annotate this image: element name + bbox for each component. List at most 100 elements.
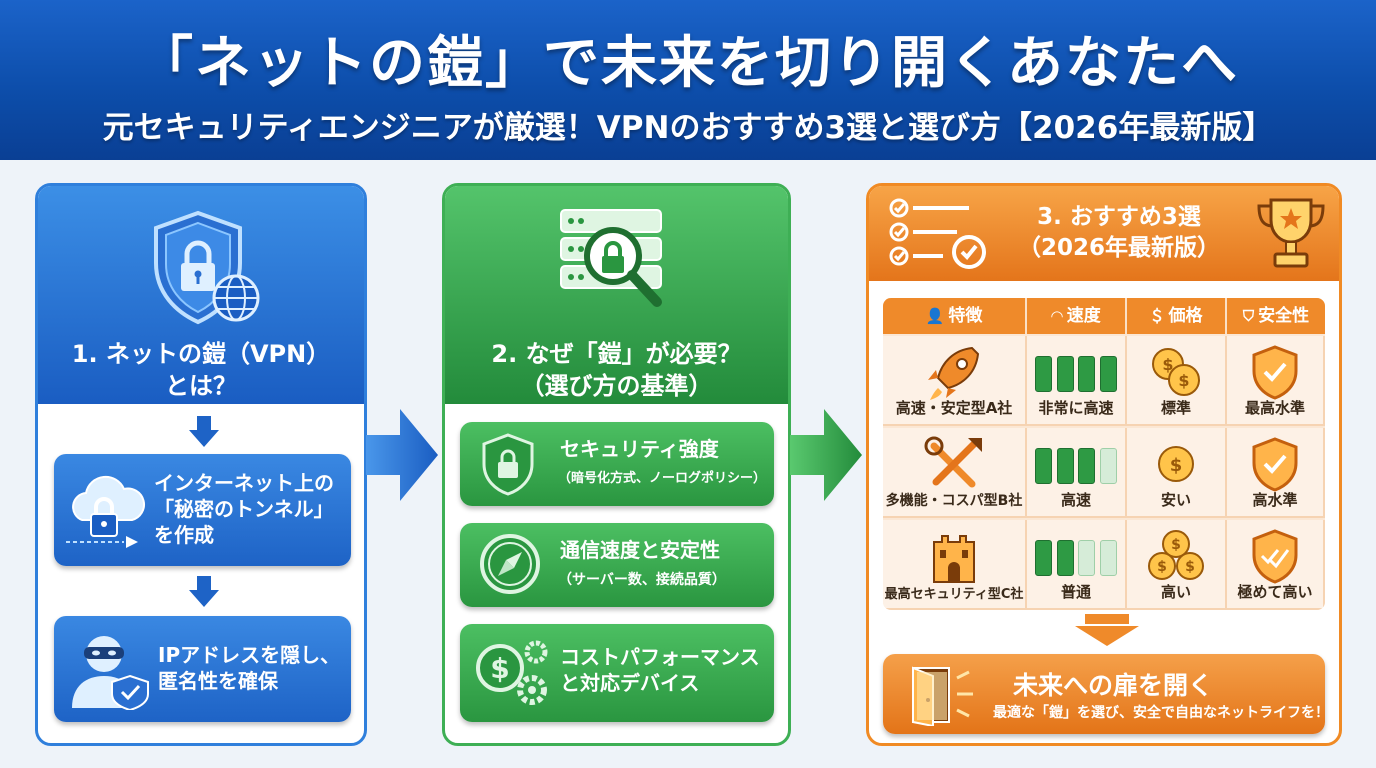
speed-bars	[1035, 540, 1117, 576]
svg-text:$: $	[490, 652, 509, 685]
card-security-strength-title: セキュリティ強度	[560, 437, 719, 461]
panel3-heading: 3. おすすめ3選 （2026年最新版）	[989, 202, 1249, 264]
dollar-icon: ＄	[1149, 307, 1165, 325]
svg-text:$: $	[1170, 455, 1183, 476]
feature-label: 最高セキュリティ型C社	[884, 587, 1024, 602]
panel1-header: 1. ネットの鎧（VPN） とは？	[38, 186, 364, 404]
card-speed-stability-sub: （サーバー数、接続品質）	[558, 572, 726, 588]
shield-check-icon: ⛉	[1242, 307, 1255, 325]
speed-level-bar	[1078, 448, 1095, 484]
speed-label: 高速	[1060, 491, 1091, 509]
down-arrow-icon	[189, 576, 219, 607]
text-line: コストパフォーマンス	[560, 645, 760, 669]
right-arrow-green-icon	[790, 409, 862, 501]
card-security-strength-sub: （暗号化方式、ノーログポリシー）	[558, 471, 767, 486]
checklist-icon	[889, 198, 986, 269]
panel1-heading-line1: 1. ネットの鎧（VPN）	[71, 340, 331, 368]
compass-gauge-icon	[480, 534, 540, 594]
text-line: IPアドレスを隠し、	[158, 643, 341, 667]
cell-safety: 最高水準	[1227, 336, 1325, 426]
card-cost-devices: $ コストパフォーマンス と対応デバイス	[460, 624, 774, 722]
card-hide-ip: IPアドレスを隠し、 匿名性を確保	[54, 616, 351, 722]
cell-speed: 非常に高速	[1027, 336, 1127, 426]
cell-safety: 高水準	[1227, 428, 1325, 518]
panel2-heading: 2. なぜ「鎧」が必要？ （選び方の基準）	[445, 338, 788, 402]
page-subtitle: 元セキュリティエンジニアが厳選！VPNのおすすめ3選と選び方【2026年最新版】	[102, 110, 1274, 146]
speed-level-bar	[1035, 448, 1052, 484]
safety-label: 極めて高い	[1237, 583, 1313, 601]
shield-double-check-icon	[1252, 529, 1298, 584]
cloud-lock-icon	[66, 475, 145, 548]
card-security-strength: セキュリティ強度 （暗号化方式、ノーログポリシー）	[460, 422, 774, 506]
price-label: 高い	[1160, 583, 1191, 601]
server-magnifier-icon	[560, 209, 662, 307]
panel1-heading-line2: とは？	[165, 372, 237, 400]
table-row: 多機能・コスパ型B社 高速 $ 安い 高水準	[883, 428, 1325, 518]
coin-icon: $	[1158, 446, 1194, 482]
speed-bars	[1035, 448, 1117, 484]
panel-top3: 3. おすすめ3選 （2026年最新版） 👤特徴 ◠速度 ＄価格 ⛉安全性	[866, 183, 1342, 746]
tools-icon	[924, 436, 982, 488]
text-line: を作成	[154, 523, 214, 547]
speed-level-bar	[1099, 540, 1117, 576]
open-future-door-card: 未来への扉を開く 最適な「鎧」を選び、安全で自由なネットライフを！	[883, 654, 1329, 734]
speed-level-bar	[1099, 356, 1117, 392]
down-arrow-icon	[189, 416, 219, 447]
text-line: 「秘密のトンネル」	[154, 497, 334, 521]
shield-check-icon	[1252, 437, 1298, 492]
table-row: 最高セキュリティ型C社 普通 $ $ $ 高い 極め	[883, 520, 1325, 610]
right-arrow-blue-icon	[366, 409, 438, 501]
page-title: 「ネットの鎧」で未来を切り開くあなたへ	[137, 31, 1239, 96]
safety-label: 最高水準	[1244, 399, 1305, 417]
speed-level-bar	[1035, 356, 1052, 392]
cell-safety: 極めて高い	[1227, 520, 1325, 610]
cell-feature: 高速・安定型A社	[883, 336, 1027, 426]
svg-text:$: $	[1157, 559, 1167, 575]
speed-label: 普通	[1060, 583, 1091, 601]
coin-stack-icon: $ $ $	[1148, 530, 1204, 580]
feature-label: 高速・安定型A社	[895, 399, 1013, 417]
card-speed-stability: 通信速度と安定性 （サーバー数、接続品質）	[460, 523, 774, 607]
shield-check-icon	[1252, 345, 1298, 400]
text-line: と対応デバイス	[560, 671, 700, 695]
speed-level-bar	[1056, 540, 1074, 576]
cell-price: $ 安い	[1127, 428, 1227, 518]
panel1-heading: 1. ネットの鎧（VPN） とは？	[38, 338, 364, 402]
panel2-heading-line2: （選び方の基準）	[520, 372, 713, 400]
card-speed-stability-title: 通信速度と安定性	[560, 538, 720, 562]
card-cost-devices-title: コストパフォーマンス と対応デバイス	[560, 644, 760, 696]
cell-price: $ $ 標準	[1127, 336, 1227, 426]
castle-icon	[933, 535, 975, 583]
speed-bars	[1035, 356, 1117, 392]
col-header-price: ＄価格	[1127, 298, 1227, 334]
svg-text:$: $	[1178, 371, 1189, 390]
speed-level-bar	[1056, 448, 1074, 484]
panel2-heading-line1: 2. なぜ「鎧」が必要？	[491, 340, 742, 368]
card-secret-tunnel: インターネット上の 「秘密のトンネル」 を作成	[54, 454, 351, 566]
masked-user-shield-icon	[72, 636, 149, 710]
price-label: 標準	[1160, 399, 1191, 417]
speed-level-bar	[1056, 356, 1074, 392]
card-hide-ip-text: IPアドレスを隠し、 匿名性を確保	[158, 642, 340, 694]
cell-price: $ $ $ 高い	[1127, 520, 1227, 610]
panel2-header: 2. なぜ「鎧」が必要？ （選び方の基準）	[445, 186, 788, 404]
card-secret-tunnel-text: インターネット上の 「秘密のトンネル」 を作成	[154, 470, 334, 548]
table-header: 👤特徴 ◠速度 ＄価格 ⛉安全性	[883, 298, 1325, 334]
speed-level-bar	[1035, 540, 1052, 576]
speedometer-icon: ◠	[1051, 307, 1063, 325]
table-row: 高速・安定型A社 非常に高速 $ $ 標準 最高水準	[883, 336, 1325, 426]
cell-speed: 高速	[1027, 428, 1127, 518]
two-coins-icon: $ $	[1152, 348, 1200, 396]
panel-why-needed: 2. なぜ「鎧」が必要？ （選び方の基準） セキュリティ強度 （暗号化方式、ノー…	[442, 183, 791, 746]
text-line: 匿名性を確保	[158, 669, 278, 693]
panel-what-is-vpn: 1. ネットの鎧（VPN） とは？ インターネット上の 「秘密のトンネル」 を作…	[35, 183, 367, 746]
panel3-heading-line1: 3. おすすめ3選	[1037, 204, 1201, 230]
down-arrow-icon	[1075, 614, 1139, 646]
feature-label: 多機能・コスパ型B社	[885, 493, 1023, 509]
comparison-table: 👤特徴 ◠速度 ＄価格 ⛉安全性 高速・安定型A社 非常に高速	[883, 298, 1325, 610]
coin-gears-icon: $	[476, 640, 548, 705]
shield-lock-icon	[482, 433, 534, 496]
speed-level-bar	[1078, 540, 1095, 576]
cell-speed: 普通	[1027, 520, 1127, 610]
svg-text:$: $	[1171, 537, 1181, 553]
